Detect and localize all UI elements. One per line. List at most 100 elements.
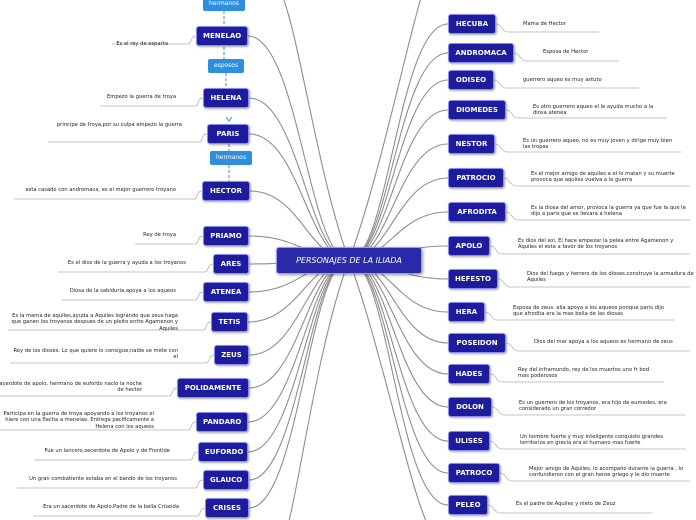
- node-hades[interactable]: HADES: [448, 364, 490, 384]
- node-apolo[interactable]: APOLO: [448, 236, 490, 256]
- underline-tetis: [8, 321, 212, 331]
- description-patroco: Mejor amigo de Aquiles, lo acompaño dura…: [529, 466, 684, 479]
- description-zeus: Rey de los dioses. Lo que quiere lo cons…: [13, 348, 178, 361]
- node-nestor[interactable]: NESTOR: [448, 134, 495, 154]
- description-ulises: Un hombre fuerte y muy inteligente conqu…: [520, 434, 663, 447]
- description-hera: Esposa de zeus. ella apoya a los aqueos …: [513, 305, 664, 318]
- node-hecuba[interactable]: HECUBA: [448, 14, 496, 34]
- underline-ares: [58, 263, 214, 273]
- node-diomedes[interactable]: DIOMEDES: [448, 100, 506, 120]
- underline-pandaro: [0, 421, 197, 431]
- node-hefesto[interactable]: HEFESTO: [448, 269, 498, 289]
- relation-label-hermanos[interactable]: hermanos: [210, 151, 252, 165]
- node-odiseo[interactable]: ODISEO: [448, 70, 494, 90]
- description-atenea: Diosa de la sabiduria,apoya a los aqueos: [69, 288, 176, 294]
- central-topic[interactable]: PERSONAJES DE LA ILIADA: [276, 247, 422, 274]
- description-glauco: Un gran combatiente estaba en el bando d…: [29, 476, 177, 482]
- description-nestor: Es un guerrero aqueo, no es muy joven y …: [523, 138, 673, 151]
- description-tetis: Es la mama de aquiles,ayuda a Aquiles lo…: [11, 313, 178, 332]
- description-odiseo: guerrero aqueo es muy astuto: [523, 77, 602, 83]
- description-polidamente: sacerdote de apolo, hermano de eufordo n…: [0, 381, 142, 394]
- description-dolon: Es un guerrero de los troyanos, era hijo…: [519, 400, 667, 413]
- node-patrocio[interactable]: PATROCIO: [448, 168, 504, 188]
- description-peleo: Es el padre de Aquiles y nieto de Zeuz: [516, 501, 616, 507]
- description-hector: esta casado con andromaca, es el mejor g…: [25, 187, 176, 193]
- node-hera[interactable]: HERA: [448, 302, 485, 322]
- underline-hefesto: [497, 278, 690, 288]
- node-priamo[interactable]: PRIAMO: [203, 226, 249, 246]
- connector-offscreen-bottom-right: [348, 259, 427, 520]
- relation-arrow-paris: [225, 116, 233, 122]
- node-pandaro[interactable]: PANDARO: [196, 412, 248, 432]
- node-eufordo[interactable]: EUFORDO: [198, 442, 248, 462]
- node-menelao[interactable]: MENELAO: [196, 26, 248, 46]
- underline-patrocio: [503, 177, 690, 187]
- description-eufordo: Fue un lancero,secerdote de Apolo y de F…: [44, 448, 170, 454]
- underline-polidamente: [0, 387, 178, 397]
- description-pandaro: Participa en la guerra de troya apoyando…: [3, 411, 154, 430]
- connector-patroco: [348, 259, 449, 474]
- description-afrodita: Es la diosa del amor, provoca la guerra …: [531, 205, 686, 218]
- description-ares: Es el dios de la guerra y ayuda a los tr…: [67, 260, 186, 266]
- description-patrocio: Es el mejor amigo de aquiles a el lo mat…: [531, 171, 675, 184]
- connector-paris: [248, 133, 350, 261]
- node-crises[interactable]: CRISES: [205, 498, 249, 518]
- node-dolon[interactable]: DOLON: [448, 397, 492, 417]
- node-afrodita[interactable]: AFRODITA: [448, 202, 506, 222]
- underline-peleo: [487, 504, 652, 514]
- node-patroco[interactable]: PATROCO: [448, 463, 500, 483]
- connector-offscreen-top-left: [283, 0, 350, 261]
- underline-hecuba: [495, 23, 599, 33]
- description-helena: Empezo la guerra de troya: [106, 94, 176, 100]
- node-poseidon[interactable]: POSEIDON: [448, 333, 506, 353]
- description-hecuba: Mama de Hector: [523, 21, 566, 27]
- description-hades: Rey del inframundo, rey de los muertos u…: [518, 367, 650, 380]
- description-crises: Era un sacerdote de Apolo.Padre de la be…: [43, 504, 179, 510]
- underline-ulises: [489, 440, 686, 450]
- connector-diomedes: [348, 109, 449, 261]
- connector-nestor: [348, 143, 449, 261]
- description-apolo: Es dios del sol. El hace empezar la pele…: [518, 238, 674, 251]
- underline-nestor: [494, 143, 681, 153]
- connector-menelao: [247, 35, 350, 261]
- underline-apolo: [489, 245, 690, 255]
- connector-ulises: [348, 259, 449, 442]
- node-andromaca[interactable]: ANDROMACA: [448, 43, 514, 63]
- description-andromaca: Esposa de Hector: [543, 49, 589, 55]
- connector-polidamente: [248, 259, 350, 389]
- description-poseidon: Dios del mar apoya a los aqueos es herma…: [534, 339, 673, 345]
- description-diomedes: Es otro guerrero aqueo el le ayuda mucho…: [533, 104, 654, 117]
- node-zeus[interactable]: ZEUS: [214, 345, 249, 365]
- underline-afrodita: [505, 211, 690, 221]
- underline-helena: [100, 97, 204, 107]
- underline-poseidon: [505, 342, 690, 352]
- relation-label-hermanos-top[interactable]: hermanos: [203, 0, 245, 11]
- node-ulises[interactable]: ULISES: [448, 431, 490, 451]
- connector-helena: [248, 97, 350, 261]
- node-hector[interactable]: HECTOR: [202, 181, 250, 201]
- node-paris[interactable]: PARIS: [207, 124, 249, 144]
- description-priamo: Rey de troya: [143, 232, 176, 238]
- underline-hera: [484, 311, 675, 321]
- node-helena[interactable]: HELENA: [203, 88, 249, 108]
- node-glauco[interactable]: GLAUCO: [203, 470, 249, 490]
- underline-hector: [14, 190, 203, 200]
- node-peleo[interactable]: PELEO: [448, 495, 488, 515]
- node-tetis[interactable]: TETIS: [211, 312, 248, 332]
- underline-dolon: [491, 406, 685, 416]
- node-atenea[interactable]: ATENEA: [203, 282, 249, 302]
- underline-priamo: [135, 235, 204, 245]
- underline-andromaca: [513, 52, 619, 62]
- relation-label-esposos[interactable]: esposos: [208, 59, 244, 73]
- underline-eufordo: [34, 451, 199, 461]
- description-menelao: Es el rey de esparta: [116, 41, 168, 47]
- node-polidamente[interactable]: POLIDAMENTE: [177, 378, 249, 398]
- underline-patroco: [499, 472, 690, 482]
- description-paris: principe de troya,por su culpa empezo la…: [56, 122, 182, 128]
- node-ares[interactable]: ARES: [213, 254, 249, 274]
- underline-hades: [489, 373, 664, 383]
- description-hefesto: Dios del fuego y herrero de los dioses.c…: [527, 271, 694, 284]
- connector-hades: [348, 259, 449, 375]
- connector-pandaro: [247, 259, 350, 423]
